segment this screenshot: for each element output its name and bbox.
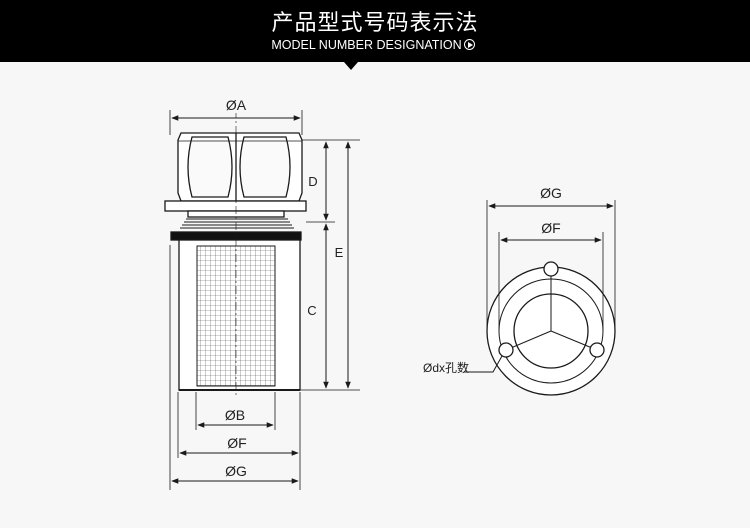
bolt-hole-right bbox=[589, 342, 605, 358]
thread-rings bbox=[180, 218, 294, 229]
header-bar: 产品型式号码表示法 MODEL NUMBER DESIGNATION bbox=[0, 0, 750, 62]
flange-view-labels: ØG ØF Ødx孔数 bbox=[423, 185, 562, 375]
bolt-hole-top bbox=[543, 261, 559, 277]
upper-flange bbox=[164, 200, 307, 212]
flange-dimension-lines bbox=[488, 203, 614, 243]
label-d: D bbox=[308, 174, 317, 189]
flange-view bbox=[464, 200, 616, 396]
extension-lines bbox=[169, 110, 360, 490]
side-view-labels: ØA D E C ØB ØF ØG bbox=[220, 96, 344, 479]
play-icon bbox=[463, 39, 475, 50]
label-dia-g: ØG bbox=[225, 463, 247, 479]
hole-leader bbox=[464, 355, 503, 373]
dimension-lines bbox=[171, 115, 351, 484]
header-notch bbox=[344, 62, 358, 70]
page-title: 产品型式号码表示法 bbox=[271, 11, 479, 36]
page-subtitle: MODEL NUMBER DESIGNATION bbox=[238, 38, 508, 52]
subtitle-text: MODEL NUMBER DESIGNATION bbox=[271, 38, 462, 52]
flange-extension-lines bbox=[486, 200, 616, 331]
side-view bbox=[164, 110, 360, 490]
label-hole-spec: Ødx孔数 bbox=[423, 360, 469, 375]
hex-nut bbox=[177, 132, 303, 202]
label-dia-b: ØB bbox=[225, 407, 245, 423]
label-flange-dia-f: ØF bbox=[541, 220, 560, 236]
label-flange-dia-g: ØG bbox=[540, 185, 562, 201]
label-c: C bbox=[307, 303, 316, 318]
label-e: E bbox=[335, 245, 344, 260]
label-dia-a: ØA bbox=[226, 97, 247, 113]
label-dia-f: ØF bbox=[227, 435, 246, 451]
bolt-hole-left bbox=[498, 342, 514, 358]
